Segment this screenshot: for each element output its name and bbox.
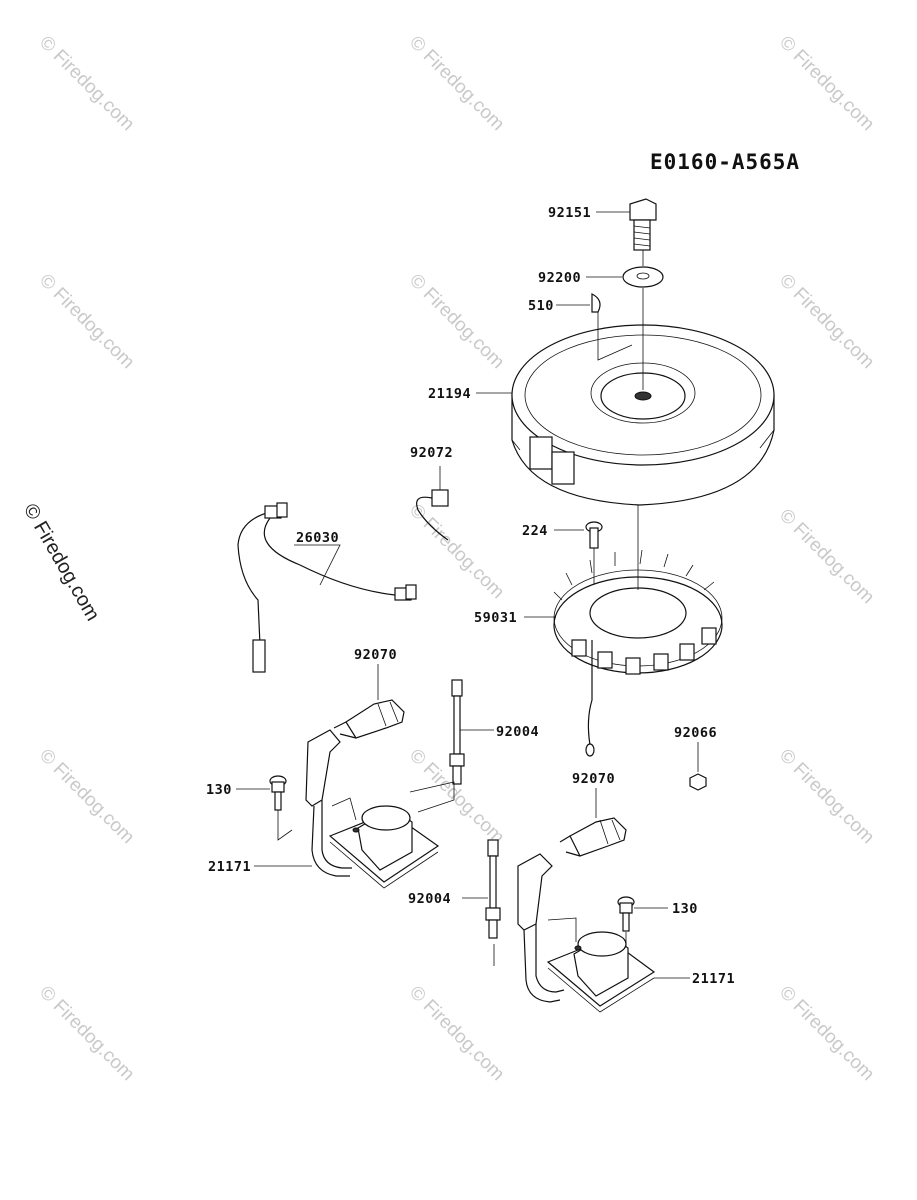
bolt-92151[interactable] <box>629 198 657 251</box>
screw-224[interactable] <box>554 521 603 590</box>
stator-59031[interactable] <box>524 505 723 757</box>
part-label-92066[interactable]: 92066 <box>674 725 718 741</box>
part-label-92070[interactable]: 92070 <box>354 647 398 663</box>
wire-harness-26030[interactable] <box>237 502 417 673</box>
part-label-21171[interactable]: 21171 <box>692 971 736 987</box>
part-label-92151[interactable]: 92151 <box>548 205 592 221</box>
stud-92004[interactable] <box>449 679 494 785</box>
ignition-coil-21171[interactable] <box>254 729 455 889</box>
part-label-59031[interactable]: 59031 <box>474 610 518 626</box>
nut-92066[interactable] <box>689 742 707 791</box>
wire-clip-92072[interactable] <box>416 466 449 541</box>
part-label-92070[interactable]: 92070 <box>572 771 616 787</box>
part-label-92004[interactable]: 92004 <box>408 891 452 907</box>
ignition-coil-21171[interactable] <box>517 853 690 1013</box>
part-label-130[interactable]: 130 <box>206 782 232 798</box>
part-label-130[interactable]: 130 <box>672 901 698 917</box>
spark-plug-92070[interactable] <box>333 664 405 739</box>
part-label-21171[interactable]: 21171 <box>208 859 252 875</box>
washer-92200[interactable] <box>622 266 664 288</box>
bolt-130[interactable] <box>617 896 668 950</box>
part-label-510[interactable]: 510 <box>528 298 554 314</box>
diagram-code: E0160-A565A <box>650 150 801 174</box>
spark-plug-92070[interactable] <box>559 788 627 857</box>
key-510[interactable] <box>591 293 601 313</box>
part-label-92200[interactable]: 92200 <box>538 270 582 286</box>
flywheel-21194[interactable] <box>511 324 775 506</box>
part-label-26030[interactable]: 26030 <box>296 530 340 546</box>
part-label-92004[interactable]: 92004 <box>496 724 540 740</box>
part-label-92072[interactable]: 92072 <box>410 445 454 461</box>
bolt-130[interactable] <box>236 775 287 811</box>
stud-92004[interactable] <box>462 839 501 966</box>
part-label-224[interactable]: 224 <box>522 523 548 539</box>
part-label-21194[interactable]: 21194 <box>428 386 472 402</box>
